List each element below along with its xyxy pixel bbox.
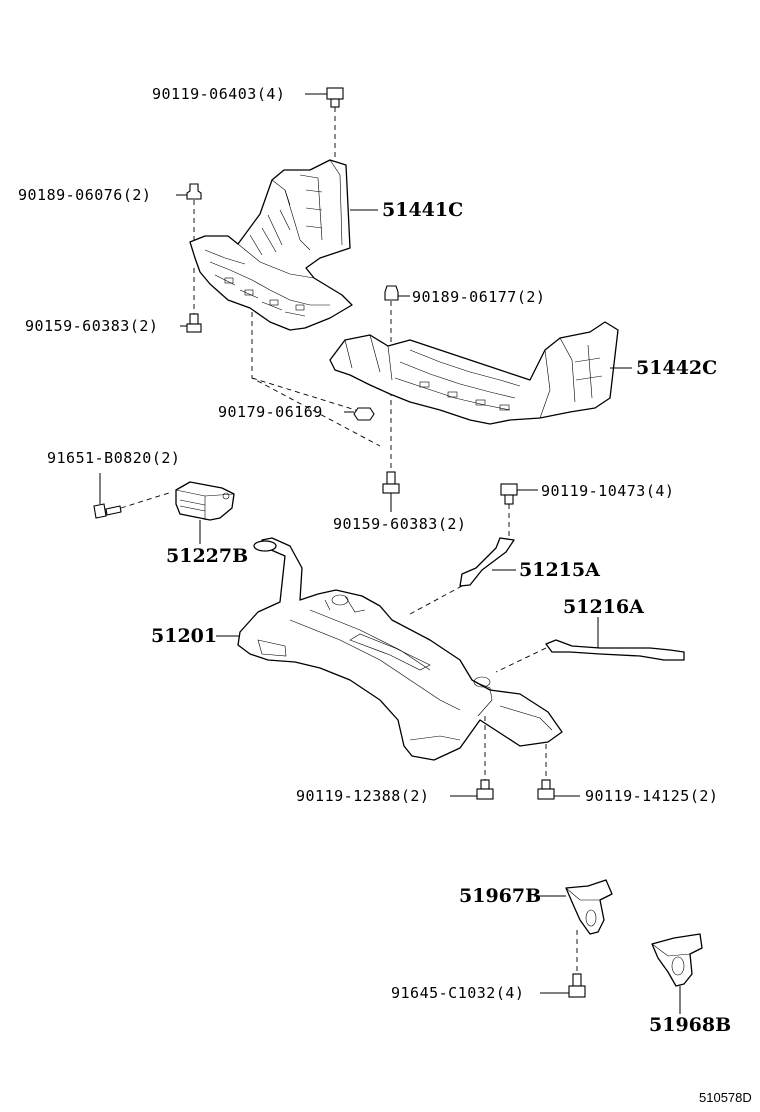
bolt-90119-14125-icon bbox=[537, 744, 580, 800]
bolt-90159-60383-a-icon bbox=[180, 268, 202, 333]
brace-51215A bbox=[409, 537, 516, 615]
label-90119-10473: 90119-10473(4) bbox=[541, 482, 675, 500]
label-51201: 51201 bbox=[151, 625, 218, 647]
label-51216A: 51216A bbox=[563, 596, 644, 618]
bracket-51967B bbox=[534, 879, 613, 974]
label-90159-60383-a: 90159-60383(2) bbox=[25, 317, 159, 335]
label-90159-60383-b: 90159-60383(2) bbox=[333, 515, 467, 533]
label-90189-06177: 90189-06177(2) bbox=[412, 288, 546, 306]
label-90179-06169: 90179-06169 bbox=[218, 403, 323, 421]
nut-90179-06169-icon bbox=[344, 407, 375, 421]
label-51967B: 51967B bbox=[459, 885, 542, 907]
under-cover-51442C bbox=[329, 321, 632, 425]
label-51968B: 51968B bbox=[649, 1014, 732, 1036]
diagram-code: 510578D bbox=[699, 1090, 752, 1105]
bracket-51968B bbox=[651, 933, 703, 1014]
bolt-90159-60383-b-icon bbox=[382, 471, 400, 512]
label-90189-06076: 90189-06076(2) bbox=[18, 186, 152, 204]
label-51442C: 51442C bbox=[636, 357, 718, 379]
bolt-91645-C1032-icon bbox=[540, 973, 586, 998]
label-91645-C1032: 91645-C1032(4) bbox=[391, 984, 525, 1002]
label-51227B: 51227B bbox=[166, 545, 249, 567]
bolt-90119-10473-icon bbox=[500, 483, 538, 538]
crossmember-51201 bbox=[216, 537, 563, 761]
clip-90189-06076-icon bbox=[176, 183, 202, 245]
label-90119-06403: 90119-06403(4) bbox=[152, 85, 286, 103]
label-91651-B0820: 91651-B0820(2) bbox=[47, 449, 181, 467]
bracket-51227B bbox=[175, 481, 235, 544]
bolt-90119-06403-icon bbox=[305, 87, 344, 170]
label-51441C: 51441C bbox=[382, 199, 464, 221]
label-51215A: 51215A bbox=[519, 559, 600, 581]
under-cover-51441C bbox=[189, 159, 378, 331]
brace-51216A bbox=[495, 617, 685, 673]
bolt-90119-12388-icon bbox=[450, 716, 494, 800]
label-90119-14125: 90119-14125(2) bbox=[585, 787, 719, 805]
label-90119-12388: 90119-12388(2) bbox=[296, 787, 430, 805]
bolt-91651-B0820-icon bbox=[93, 473, 173, 519]
